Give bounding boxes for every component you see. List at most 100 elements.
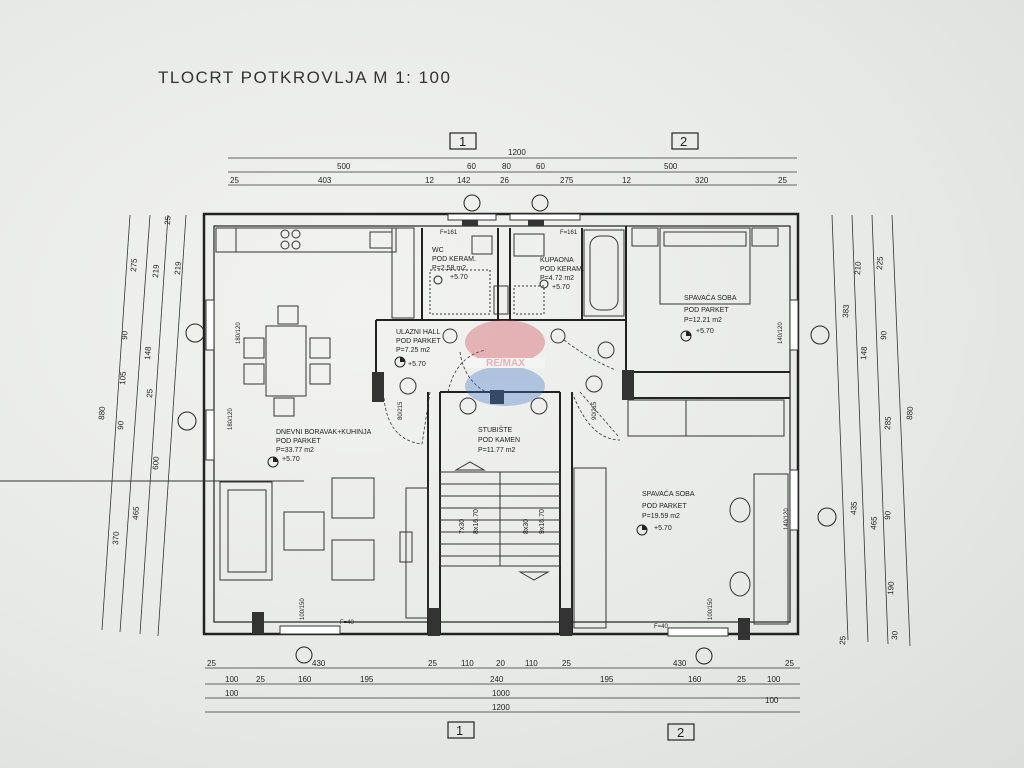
dim-top-row2: 500 60 80 60 500	[337, 162, 678, 171]
svg-text:25: 25	[256, 675, 265, 684]
svg-text:100: 100	[765, 696, 779, 705]
svg-text:110: 110	[461, 659, 474, 668]
svg-text:+5.70: +5.70	[552, 284, 570, 291]
svg-text:225: 225	[875, 256, 885, 270]
section-marker-2-bottom: 2	[667, 723, 695, 741]
svg-text:90/215: 90/215	[592, 401, 598, 420]
room-label-wc: WC POD KERAM. P=2.58 m2 +5.70	[432, 247, 476, 281]
svg-text:2: 2	[677, 725, 684, 740]
svg-text:P=19.59 m2: P=19.59 m2	[642, 513, 680, 520]
room-label-living: DNEVNI BORAVAK+KUHINJA POD PARKET P=33.7…	[276, 429, 372, 463]
svg-text:219: 219	[173, 261, 183, 275]
svg-text:180/120: 180/120	[228, 408, 234, 430]
bathroom-fixtures	[513, 229, 625, 317]
svg-text:25: 25	[145, 388, 155, 398]
svg-text:F=40: F=40	[654, 624, 669, 630]
svg-text:100/150: 100/150	[708, 598, 714, 620]
bedroom2-furniture	[573, 399, 789, 629]
svg-text:240: 240	[490, 675, 504, 684]
svg-text:POD KERAM.: POD KERAM.	[540, 266, 584, 273]
room-label-hall: ULAZNI HALL POD PARKET P=7.25 m2 +5.70	[396, 329, 441, 368]
small-notes: F=40 F=40 F=161 F=161 80/215 90/215 100/…	[228, 230, 790, 630]
svg-text:25: 25	[163, 215, 173, 225]
dim-bottom-row1: 25 430 25 110 20 110 25 430 25	[207, 659, 794, 668]
svg-text:25: 25	[785, 659, 794, 668]
svg-text:1: 1	[456, 723, 463, 738]
door-swings	[383, 339, 621, 445]
svg-text:P=12.21 m2: P=12.21 m2	[684, 317, 722, 324]
svg-text:100: 100	[225, 675, 239, 684]
svg-text:POD PARKET: POD PARKET	[642, 503, 687, 510]
svg-text:600: 600	[151, 456, 161, 470]
svg-text:880: 880	[905, 406, 915, 420]
svg-text:60: 60	[467, 162, 476, 171]
svg-text:P=4.72 m2: P=4.72 m2	[540, 275, 574, 282]
stair-label-1: 7x30	[459, 519, 466, 534]
svg-text:403: 403	[318, 176, 332, 185]
svg-text:148: 148	[143, 346, 153, 360]
stair-label-4: 9x16.70	[539, 509, 546, 534]
svg-text:370: 370	[111, 531, 121, 545]
svg-text:100: 100	[767, 675, 781, 684]
drawing-title: TLOCRT POTKROVLJA M 1: 100	[158, 68, 452, 87]
svg-text:25: 25	[428, 659, 437, 668]
svg-text:SPAVAĆA SOBA: SPAVAĆA SOBA	[642, 489, 695, 498]
section-marker-2-top: 2	[671, 132, 699, 150]
bedroom1-furniture	[631, 227, 779, 305]
dim-left-labels: 880 370 465 600 90 105 90 148 25 275 219…	[97, 215, 183, 545]
svg-text:100/150: 100/150	[300, 598, 306, 620]
svg-text:30: 30	[890, 630, 900, 640]
svg-text:285: 285	[883, 416, 893, 430]
remax-watermark: RE/MAX	[465, 320, 545, 406]
svg-text:80/215: 80/215	[398, 401, 404, 420]
kitchen-counter	[215, 227, 415, 319]
svg-text:195: 195	[600, 675, 614, 684]
svg-text:WC: WC	[432, 247, 444, 254]
svg-text:SPAVAĆA SOBA: SPAVAĆA SOBA	[684, 293, 737, 302]
svg-text:POD PARKET: POD PARKET	[396, 338, 441, 345]
dim-top-total: 1200	[508, 148, 526, 157]
dim-top-row3: 25 403 12 142 26 275 12 320 25	[230, 176, 787, 185]
svg-text:P=33.77 m2: P=33.77 m2	[276, 447, 314, 454]
svg-text:26: 26	[500, 176, 509, 185]
svg-text:DNEVNI BORAVAK+KUHINJA: DNEVNI BORAVAK+KUHINJA	[276, 429, 372, 436]
svg-text:90: 90	[879, 330, 889, 340]
svg-text:465: 465	[869, 516, 879, 530]
svg-text:1: 1	[459, 134, 466, 149]
svg-text:+5.70: +5.70	[654, 525, 672, 532]
svg-text:F=161: F=161	[440, 230, 458, 236]
svg-text:180/120: 180/120	[236, 322, 242, 344]
dim-bottom-row3: 100 1000 100	[225, 689, 779, 705]
svg-text:430: 430	[312, 659, 326, 668]
svg-text:1000: 1000	[492, 689, 510, 698]
svg-text:F=40: F=40	[340, 620, 355, 626]
svg-text:195: 195	[360, 675, 374, 684]
svg-text:320: 320	[695, 176, 709, 185]
svg-text:160: 160	[688, 675, 702, 684]
level-markers	[267, 275, 692, 536]
svg-text:90: 90	[120, 330, 130, 340]
svg-text:148: 148	[859, 346, 869, 360]
svg-text:80: 80	[502, 162, 511, 171]
svg-text:500: 500	[664, 162, 678, 171]
svg-text:160: 160	[298, 675, 312, 684]
hall-circles	[399, 328, 615, 415]
svg-text:90: 90	[883, 510, 893, 520]
svg-text:25: 25	[207, 659, 216, 668]
svg-text:+5.70: +5.70	[408, 361, 426, 368]
svg-text:+5.70: +5.70	[282, 456, 300, 463]
svg-text:275: 275	[560, 176, 574, 185]
svg-text:12: 12	[622, 176, 631, 185]
svg-text:190: 190	[886, 581, 896, 595]
svg-text:F=161: F=161	[560, 230, 578, 236]
dimension-lines-right	[831, 214, 911, 647]
room-label-bathroom: KUPAONA POD KERAM. P=4.72 m2 +5.70	[540, 257, 584, 291]
svg-text:430: 430	[673, 659, 687, 668]
svg-text:KUPAONA: KUPAONA	[540, 257, 574, 264]
svg-text:25: 25	[230, 176, 239, 185]
svg-text:20: 20	[496, 659, 505, 668]
svg-text:140/120: 140/120	[784, 508, 790, 530]
room-label-bedroom2: SPAVAĆA SOBA POD PARKET P=19.59 m2 +5.70	[642, 489, 695, 532]
outer-walls	[202, 212, 800, 636]
